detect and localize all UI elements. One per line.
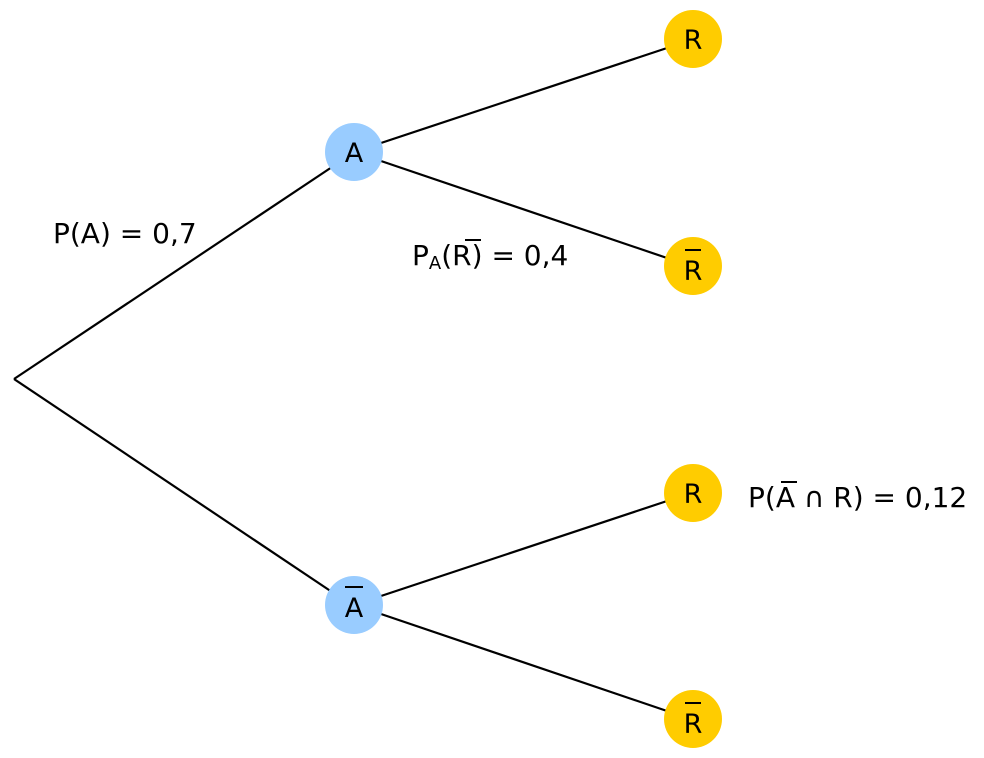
node-a-bar-r-circle	[664, 464, 722, 522]
edge-a-bar-to-r-bar	[380, 612, 668, 713]
node-a-bar: A	[325, 576, 383, 634]
node-a-bar-label: A	[345, 593, 364, 624]
edge-root-to-a-bar	[13, 378, 333, 593]
label-pa-r-bar-main: P	[412, 239, 429, 272]
node-a-label: A	[345, 138, 364, 169]
label-pa-r-bar-open: (	[441, 239, 452, 272]
node-a-bar-r-bar-circle	[664, 690, 722, 748]
label-pa-r-bar-event: R	[452, 239, 471, 272]
edge-root-to-a	[13, 166, 333, 380]
label-p-a-bar-and-r-open: P(	[748, 481, 776, 514]
label-pa-r-bar-rest: ) = 0,4	[472, 239, 569, 272]
label-pa-r-bar-subscript: A	[429, 253, 442, 274]
edge-a-bar-to-r	[380, 499, 668, 598]
label-p-a-bar-and-r-event: A	[776, 481, 795, 514]
node-a-r: R	[664, 10, 722, 68]
node-a: A	[325, 123, 383, 181]
node-a-bar-r-bar-label: R	[684, 709, 703, 740]
label-pa-r-bar: PA(R) = 0,4	[412, 239, 568, 274]
edge-a-to-r-bar	[380, 159, 668, 260]
node-a-r-bar-label: R	[684, 256, 703, 287]
node-a-r-circle	[664, 10, 722, 68]
node-a-r-bar: R	[664, 237, 722, 295]
label-p-a: P(A) = 0,7	[53, 217, 197, 250]
node-a-r-bar-circle	[664, 237, 722, 295]
tree-edges	[13, 46, 668, 713]
edge-a-to-r	[380, 46, 668, 145]
node-a-bar-circle	[325, 576, 383, 634]
label-p-a-bar-and-r: P(A ∩ R) = 0,12	[748, 481, 967, 514]
node-a-bar-r-label: R	[684, 479, 703, 510]
label-p-a-bar-and-r-rest: ∩ R) = 0,12	[795, 481, 967, 514]
node-a-circle	[325, 123, 383, 181]
node-a-r-label: R	[684, 25, 703, 56]
node-a-bar-r: R	[664, 464, 722, 522]
node-a-bar-r-bar: R	[664, 690, 722, 748]
